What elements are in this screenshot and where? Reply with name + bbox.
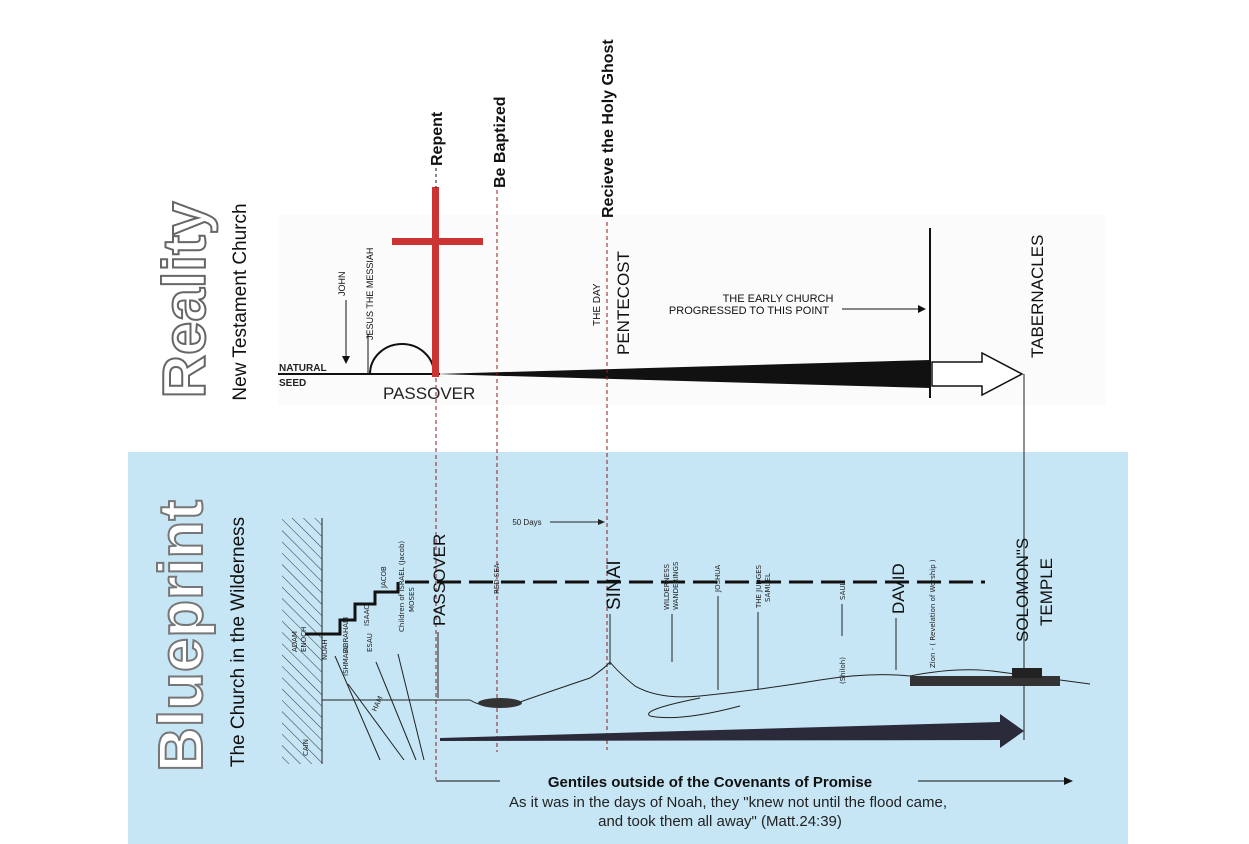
tabernacles-label: TABERNACLES: [1028, 235, 1047, 358]
church-growth-wedge: [436, 360, 930, 388]
early-church-line2: PROGRESSED TO THIS POINT: [669, 305, 829, 317]
reality-pentecost-label: PENTECOST: [614, 251, 633, 355]
john-label: JOHN: [337, 272, 347, 297]
repent-label: Repent: [429, 111, 446, 166]
samuel-label: SAMUEL: [764, 573, 772, 602]
reality-title: Reality: [151, 201, 218, 398]
migration-arrow-4: [397, 653, 425, 761]
tabernacles-arrow: [931, 351, 1024, 397]
john-arrowhead: [342, 356, 350, 364]
ministry-arc: [369, 343, 435, 375]
enoch-label: ENOCH: [300, 627, 308, 652]
genealogy-steps: [305, 582, 400, 636]
david-label: DAVID: [889, 563, 908, 614]
fifty-days-arrowhead: [598, 519, 605, 525]
blueprint-passover-label: PASSOVER: [430, 534, 449, 626]
jesus-label: JESUS THE MESSIAH: [365, 248, 375, 340]
temple-label: TEMPLE: [1037, 558, 1056, 626]
sinai-label: SINAI: [604, 560, 625, 610]
quote-line1: As it was in the days of Noah, they "kne…: [509, 794, 947, 811]
wanderings-label: WANDERINGS: [672, 561, 680, 610]
esau-label: ESAU: [366, 633, 374, 652]
reality-subtitle: New Testament Church: [230, 203, 251, 400]
the-day-label: THE DAY: [592, 283, 603, 326]
baptized-label: Be Baptized: [492, 96, 509, 188]
terrain-outline: [322, 661, 1091, 707]
red-sea-label: RED SEA: [493, 563, 501, 594]
fifty-days-label: 50 Days: [512, 518, 541, 527]
natural-label: NATURAL: [279, 363, 327, 374]
jacob-label: JACOB: [380, 566, 388, 589]
gentiles-label: Gentiles outside of the Covenants of Pro…: [548, 774, 872, 791]
migration-arrow-1: [334, 655, 381, 761]
hatched-wall: [282, 518, 322, 764]
city-skyline: [910, 676, 1060, 686]
wandering-path: [648, 697, 741, 719]
cross-vertical: [432, 187, 439, 377]
seed-label: SEED: [279, 378, 306, 389]
children-of-israel-label: Children of ISRAEL (Jacob): [398, 541, 406, 632]
moses-label: MOSES: [408, 587, 416, 612]
reality-passover-label: PASSOVER: [383, 384, 475, 403]
judges-label: THE JUDGES: [755, 564, 763, 609]
early-church-arrowhead: [918, 305, 926, 313]
migration-arrow-3: [375, 661, 417, 761]
adam-label: ADAM: [291, 631, 299, 652]
cross-horizontal: [392, 238, 483, 245]
wilderness-label: WILDERNESS: [663, 563, 671, 610]
red-sea-water: [478, 698, 522, 708]
zion-label: Zion - ( Revelation of Worship ): [929, 559, 937, 668]
early-church-line1: THE EARLY CHURCH: [723, 293, 834, 305]
abraham-label: ABRAHAM: [342, 617, 350, 652]
quote-line2: and took them all away" (Matt.24:39): [598, 813, 842, 830]
ishmael-label: ISHMAEL: [342, 645, 350, 676]
temple-building: [1012, 668, 1042, 678]
migration-arrow-2: [347, 683, 405, 761]
blueprint-subtitle: The Church in the Wilderness: [228, 517, 249, 767]
shiloh-label: (Shiloh): [839, 657, 847, 684]
saul-label: SAUL: [839, 582, 847, 600]
solomons-label: SOLOMON"S: [1013, 538, 1032, 642]
blueprint-main-arrow: [440, 714, 1024, 748]
isaac-label: ISAAC: [363, 605, 371, 626]
holy-ghost-label: Recieve the Holy Ghost: [600, 39, 617, 218]
noah-label: NOAH: [321, 639, 329, 660]
blueprint-title: Blueprint: [147, 500, 216, 772]
gentiles-arrowhead: [1064, 777, 1073, 785]
joshua-label: JOSHUA: [714, 565, 722, 593]
cain-label: CAIN: [302, 739, 310, 756]
